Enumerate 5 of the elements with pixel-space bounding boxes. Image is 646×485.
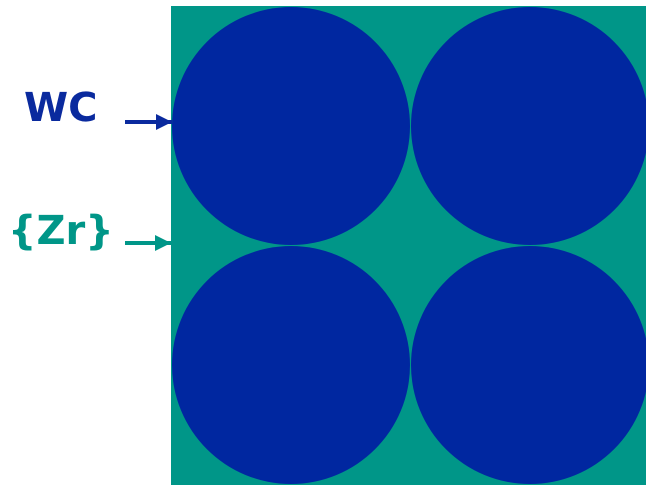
matrix-block bbox=[171, 6, 646, 485]
arrow bbox=[125, 114, 172, 130]
material-label: {Zr} bbox=[8, 207, 114, 255]
arrow bbox=[125, 235, 171, 251]
material-label: WC bbox=[24, 84, 98, 132]
